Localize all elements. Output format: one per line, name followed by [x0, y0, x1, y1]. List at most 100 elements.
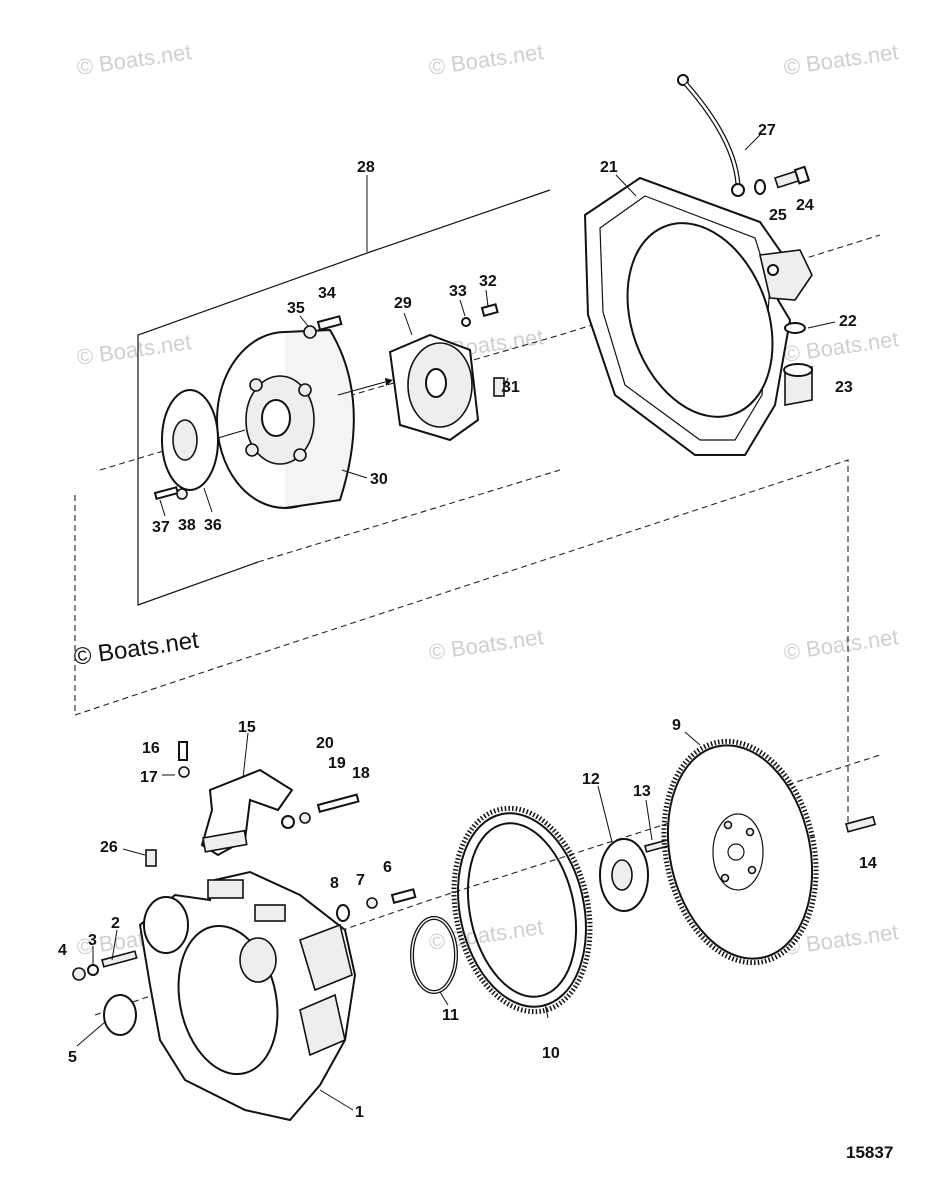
leader-13 [645, 799, 653, 841]
figure-number: 15837 [846, 1143, 893, 1162]
leader-31 [501, 377, 509, 393]
drive-plate-lug [293, 448, 307, 462]
callout-35: 35 [287, 300, 305, 317]
callout-29: 29 [394, 295, 412, 312]
drive-plate-lug [298, 383, 312, 397]
group-box-28 [137, 251, 371, 606]
washer-17 [178, 766, 190, 778]
callout-11: 11 [442, 1007, 459, 1024]
callout-1: 1 [355, 1104, 364, 1121]
leader-12 [597, 785, 613, 843]
callout-2: 2 [111, 915, 120, 932]
washer-8 [336, 904, 350, 922]
bolt-18 [316, 793, 360, 813]
watermark: © Boats.net [427, 39, 545, 80]
leader-36 [203, 487, 213, 513]
bracket-foot [202, 829, 248, 853]
callout-30: 30 [370, 471, 388, 488]
drive-plate-bore [261, 399, 291, 437]
callout-labels: 28 21 27 24 25 22 23 32 33 29 31 34 35 3… [58, 122, 877, 1121]
housing-boss [759, 249, 813, 301]
ring-gear-inner [466, 822, 578, 998]
leader-30 [341, 469, 368, 479]
callout-33: 33 [449, 283, 467, 300]
flywheel-bolt-hole [720, 873, 730, 883]
washer-20 [281, 815, 295, 829]
small-hardware-left [72, 849, 417, 1036]
bolt-24-head [793, 165, 811, 185]
lower-housing-mount-pad [207, 879, 244, 899]
lower-housing-hole [239, 937, 277, 983]
seal-5 [103, 994, 137, 1036]
lower-housing-boss [299, 923, 353, 992]
callout-5: 5 [68, 1049, 77, 1066]
callout-23: 23 [835, 379, 853, 396]
leader-29 [403, 312, 413, 336]
leader-35 [299, 315, 309, 327]
flywheel-bolt-hole [747, 865, 757, 875]
washer-19 [299, 812, 311, 824]
bolt-32 [480, 303, 499, 317]
callout-24: 24 [796, 197, 814, 214]
leader-lines [76, 134, 836, 1111]
bolt-37 [153, 486, 180, 501]
cable-terminal-top [677, 74, 689, 86]
callout-38: 38 [178, 517, 196, 534]
leader-26 [122, 848, 146, 856]
leader-11 [439, 991, 449, 1006]
housing-rim [599, 195, 771, 441]
callout-9: 9 [672, 717, 681, 734]
drive-plate-lug [245, 443, 259, 457]
callout-20: 20 [316, 735, 334, 752]
callout-32: 32 [479, 273, 497, 290]
callout-10: 10 [542, 1045, 560, 1062]
part-30-drive-plate [216, 315, 393, 509]
callout-26: 26 [100, 839, 118, 856]
washer-3 [87, 964, 99, 976]
flywheel-bolt-hole [745, 827, 755, 837]
part-9-flywheel [661, 738, 877, 966]
part-11-o-ring [410, 916, 458, 994]
washer-7 [366, 897, 378, 909]
callout-19: 19 [328, 755, 346, 772]
stud-2 [101, 950, 138, 968]
callout-22: 22 [839, 313, 857, 330]
part-15-bracket [178, 741, 360, 857]
part-1-flywheel-housing [138, 870, 357, 1122]
parts-24-25-bolt-washer [754, 165, 811, 195]
watermark: © Boats.net [782, 39, 900, 80]
watermark: © Boats.net [75, 329, 193, 370]
drive-plate-lug [249, 378, 263, 392]
callout-6: 6 [383, 859, 392, 876]
axis-line-lower [94, 754, 881, 1016]
watermark: © Boats.net [427, 624, 545, 665]
adapter-hub [172, 419, 198, 461]
lower-housing-port [143, 896, 189, 954]
callout-16: 16 [142, 740, 160, 757]
assembly-arrowhead [385, 378, 393, 386]
callout-12: 12 [582, 771, 600, 788]
washer-33 [461, 317, 471, 327]
leader-21 [615, 174, 637, 197]
lower-housing-boss [299, 993, 346, 1057]
leader-9 [684, 731, 701, 746]
watermark-dark: © Boats.net [72, 627, 201, 671]
callout-36: 36 [204, 517, 222, 534]
flywheel-teeth [661, 738, 819, 966]
callout-21: 21 [600, 159, 618, 176]
assembly-arrow [337, 381, 386, 396]
plug-26 [145, 849, 157, 867]
callout-17: 17 [140, 769, 158, 786]
housing-bore [626, 222, 774, 418]
leader-2 [111, 929, 118, 961]
bolt-6 [390, 888, 417, 904]
group-box-28-top [369, 189, 551, 253]
part-29-coupler-hub [388, 303, 505, 442]
callout-34: 34 [318, 285, 336, 302]
callout-27: 27 [758, 122, 776, 139]
flywheel-hub [712, 813, 764, 891]
part-27-ground-cable [677, 74, 745, 197]
cable [684, 82, 741, 186]
mount-23-top [783, 363, 813, 377]
